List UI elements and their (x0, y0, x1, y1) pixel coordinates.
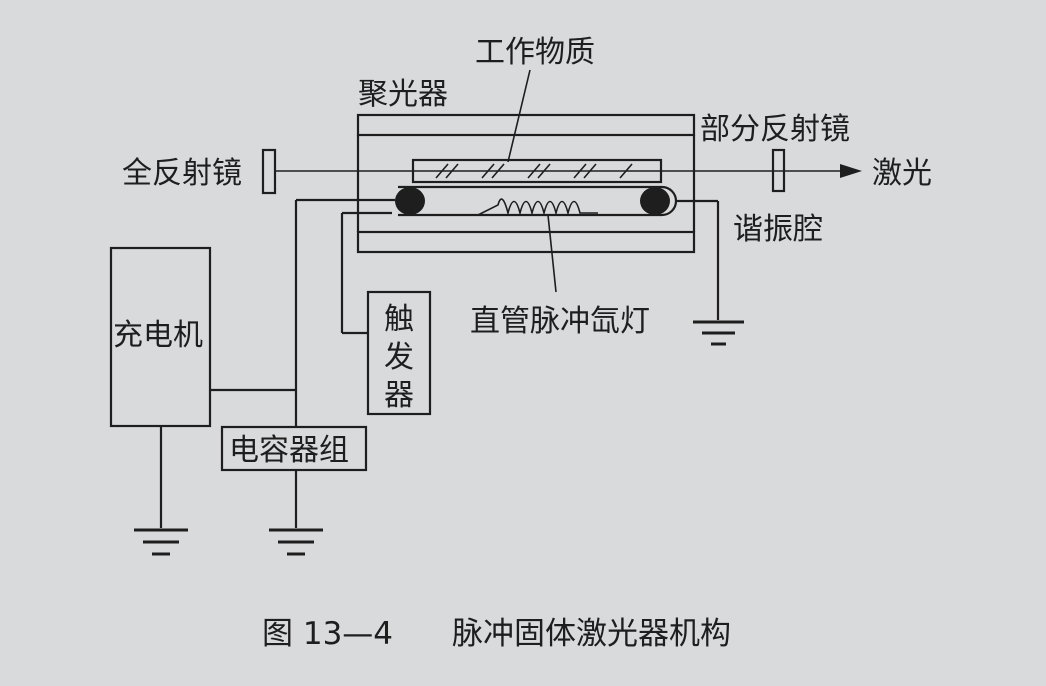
capacitor-bank-box (220, 425, 368, 472)
partial-reflection-mirror (771, 148, 786, 193)
working-medium-leader (507, 69, 531, 163)
concentrator-housing (356, 113, 696, 254)
resonator-label: 谐振腔 (733, 212, 823, 247)
working-medium-label: 工作物质 (475, 35, 595, 70)
trigger-label-char: 发 (384, 340, 414, 375)
xenon-lamp-leader (547, 214, 557, 293)
laser-label: 激光 (872, 156, 932, 191)
trigger-label-char: 触 (384, 302, 414, 337)
laser-arrow (840, 164, 862, 178)
xenon-lamp-label: 直管脉冲氙灯 (470, 304, 650, 339)
ground-symbol (693, 320, 744, 346)
full-reflection-mirror (261, 148, 277, 195)
ground-symbol (134, 528, 188, 556)
wiring (159, 198, 720, 528)
charger-label: 充电机 (113, 318, 203, 353)
ground-symbol (269, 528, 323, 556)
trigger-box (366, 290, 432, 416)
partial-mirror-label: 部分反射镜 (700, 112, 850, 147)
capacitor-bank-label: 电容器组 (229, 433, 349, 468)
trigger-label-char: 器 (384, 378, 414, 413)
full-mirror-label: 全反射镜 (122, 156, 242, 191)
xenon-flash-lamp (395, 185, 678, 217)
concentrator-label: 聚光器 (358, 77, 448, 112)
figure-title: 脉冲固体激光器机构 (452, 616, 731, 652)
figure-number: 图 13—4 (262, 616, 393, 652)
